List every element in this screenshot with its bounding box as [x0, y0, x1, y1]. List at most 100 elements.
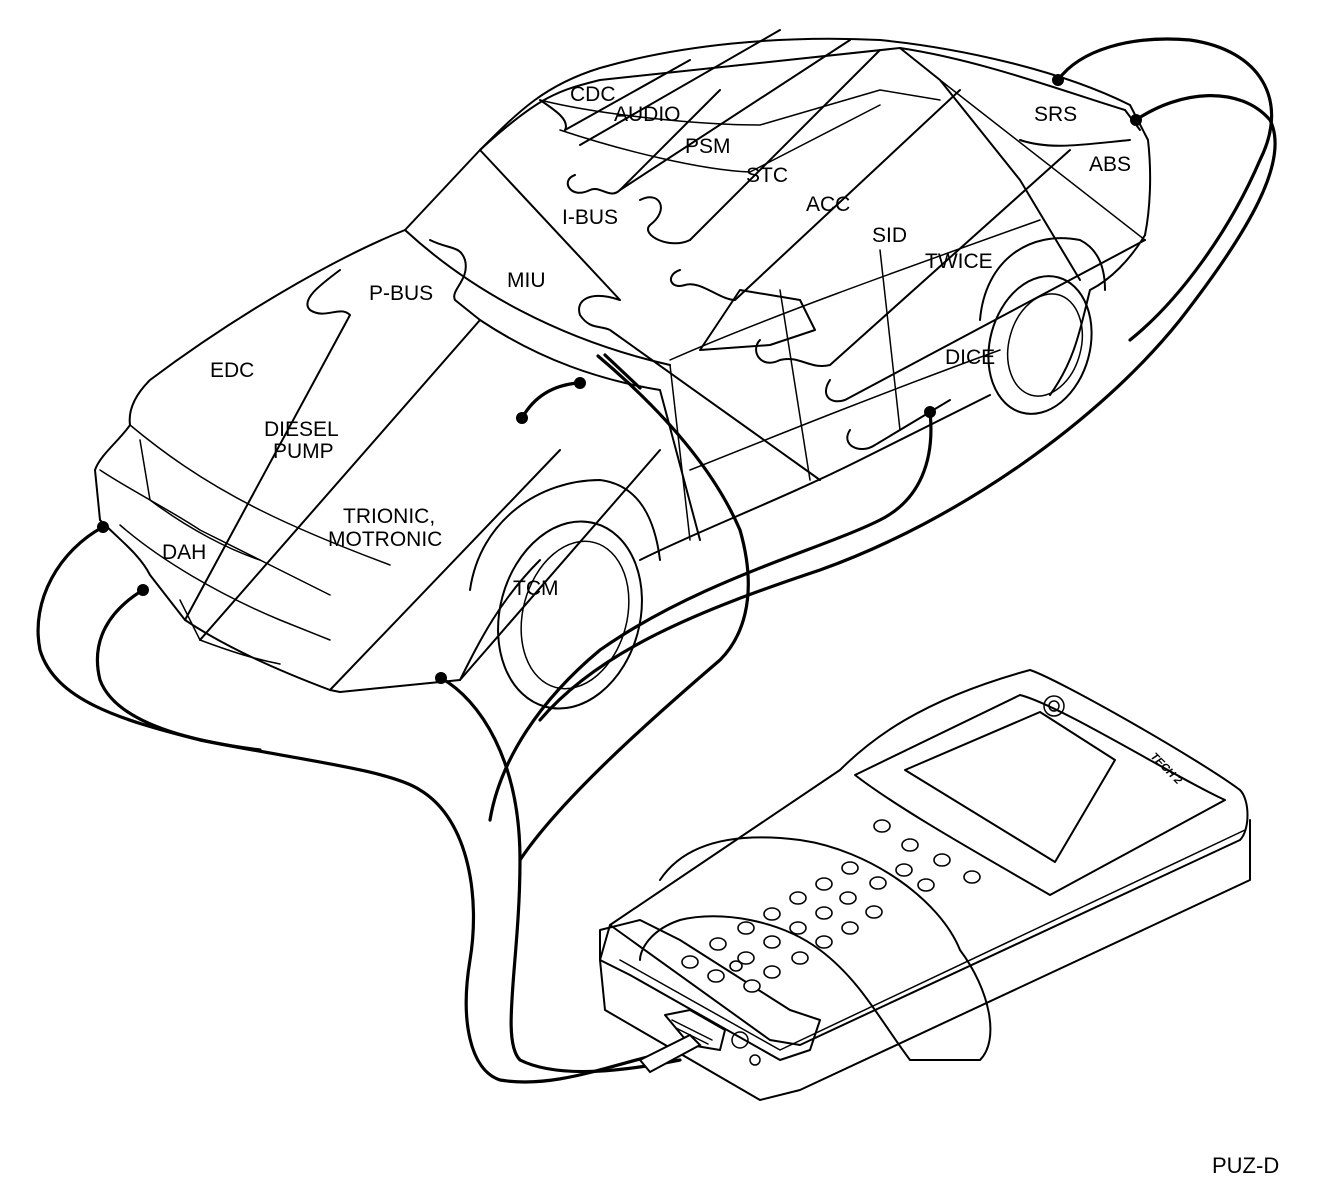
- key[interactable]: [681, 955, 699, 969]
- key[interactable]: [737, 951, 755, 965]
- pbus-boundary-left: [184, 269, 351, 621]
- sid-boundary: [755, 149, 1071, 368]
- key[interactable]: [707, 969, 725, 983]
- cable-dah-2: [95, 588, 262, 752]
- audio-boundary: [579, 29, 781, 146]
- rear-window: [899, 47, 1141, 131]
- ibus-boundary: [479, 149, 821, 481]
- label-twice: TWICE: [925, 250, 993, 273]
- key[interactable]: [737, 921, 755, 935]
- tool-screen-bezel: [854, 694, 1226, 896]
- door-line-1: [669, 364, 691, 541]
- key[interactable]: [933, 853, 951, 867]
- ibus-knob-1: [566, 89, 721, 195]
- label-i-bus: I-BUS: [562, 206, 618, 229]
- label-abs: ABS: [1089, 153, 1131, 176]
- belt-line: [669, 219, 1041, 361]
- label-audio: AUDIO: [614, 103, 681, 126]
- connector-tcm: [435, 672, 447, 684]
- dice-boundary: [846, 399, 951, 450]
- srs-abs-boundary: [1019, 139, 1131, 147]
- key[interactable]: [841, 921, 859, 935]
- tool-top-face: [609, 669, 1249, 1046]
- key[interactable]: [789, 921, 807, 935]
- front-bumper: [94, 424, 341, 693]
- car-body: [94, 37, 1152, 710]
- grille-top: [129, 424, 391, 566]
- acc-boundary: [670, 89, 961, 301]
- key[interactable]: [763, 907, 781, 921]
- pbus-boundary-right: [199, 239, 481, 641]
- connector-dah-1: [97, 521, 109, 533]
- puzzle-bus-boundaries: [184, 29, 1146, 691]
- psm-boundary: [619, 39, 851, 191]
- key[interactable]: [815, 906, 833, 920]
- front-wheel: [469, 479, 661, 710]
- key[interactable]: [815, 877, 833, 891]
- key[interactable]: [873, 819, 891, 833]
- tool-keypad: [681, 819, 981, 993]
- door-line-3: [879, 249, 901, 431]
- key[interactable]: [963, 870, 981, 884]
- key[interactable]: [815, 935, 833, 949]
- label-acc: ACC: [806, 193, 850, 216]
- key[interactable]: [869, 876, 887, 890]
- cable-miu: [518, 354, 750, 862]
- connector-engine-a: [516, 412, 528, 424]
- label-srs: SRS: [1034, 103, 1077, 126]
- rear-wheel: [979, 237, 1106, 415]
- trionic-boundary: [329, 449, 561, 691]
- cable-tcm: [439, 676, 682, 1074]
- cable-srs: [1056, 37, 1274, 342]
- connector-dice: [924, 406, 936, 418]
- cable-dice: [488, 410, 933, 822]
- label-stc: STC: [746, 164, 788, 187]
- label-dice: DICE: [945, 346, 995, 369]
- label-sid: SID: [872, 224, 907, 247]
- label-p-bus: P-BUS: [369, 282, 433, 305]
- bumper-lower: [99, 469, 331, 596]
- tech2-scan-tool: TECH 2: [599, 669, 1251, 1101]
- key[interactable]: [841, 861, 859, 875]
- key[interactable]: [839, 891, 857, 905]
- bumper-vent: [119, 524, 331, 641]
- key[interactable]: [763, 935, 781, 949]
- tool-end-cap: [599, 919, 821, 1061]
- rear-quarter: [1049, 234, 1146, 396]
- label-dah: DAH: [162, 541, 206, 564]
- door-line-2: [779, 289, 811, 481]
- label-motronic: MOTRONIC: [328, 528, 442, 551]
- key[interactable]: [763, 965, 781, 979]
- connector-dah-2: [137, 584, 149, 596]
- label-psm: PSM: [685, 135, 731, 158]
- tool-brand-label: TECH 2: [1148, 751, 1184, 787]
- cable-diagnostic-plug: [603, 353, 642, 390]
- key[interactable]: [865, 905, 883, 919]
- stc-boundary: [689, 49, 881, 241]
- body-side-lower: [339, 559, 541, 693]
- rocker-panel: [639, 394, 991, 561]
- key[interactable]: [791, 951, 809, 965]
- tcm-boundary: [459, 449, 661, 681]
- connector-engine-b: [574, 377, 586, 389]
- c-pillar: [939, 79, 1146, 241]
- key[interactable]: [729, 960, 743, 972]
- ibus-knob-2: [639, 196, 691, 245]
- key[interactable]: [709, 937, 727, 951]
- module-labels: CDC AUDIO PSM STC I-BUS ACC SID TWICE SR…: [162, 83, 1131, 600]
- fog-light: [179, 599, 281, 665]
- label-miu: MIU: [507, 269, 546, 292]
- key[interactable]: [901, 838, 919, 852]
- cowl-line: [404, 229, 671, 366]
- tool-screen: [904, 711, 1116, 863]
- hood-outline: [128, 229, 406, 426]
- key[interactable]: [895, 863, 913, 877]
- tool-strap: [639, 836, 992, 1061]
- key[interactable]: [917, 878, 935, 892]
- key[interactable]: [789, 891, 807, 905]
- key[interactable]: [743, 979, 761, 993]
- figure-code: PUZ-D: [1212, 1153, 1279, 1178]
- tool-side-edge: [619, 829, 1246, 1051]
- label-cdc: CDC: [570, 83, 616, 106]
- label-edc: EDC: [210, 359, 254, 382]
